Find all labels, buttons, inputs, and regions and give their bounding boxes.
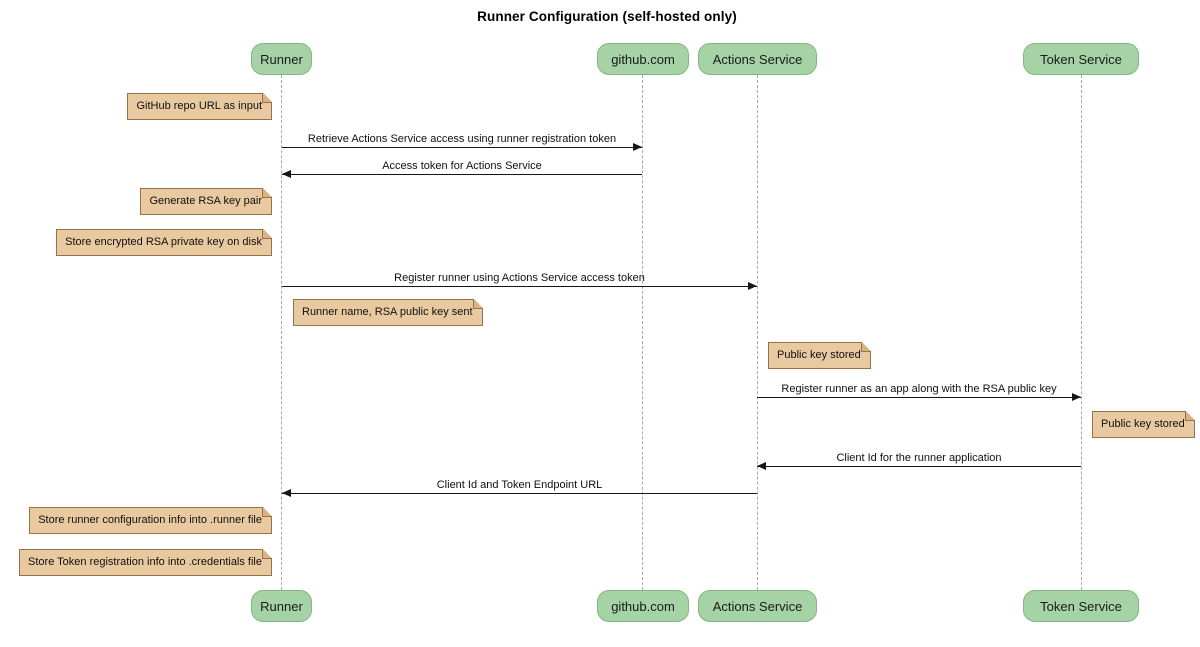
message-line: [282, 493, 757, 494]
message-line: [757, 397, 1081, 398]
message-line: [282, 286, 757, 287]
message-label: Client Id for the runner application: [836, 452, 1002, 464]
message-label: Retrieve Actions Service access using ru…: [307, 133, 617, 145]
participant-github-top: github.com: [597, 43, 689, 75]
message-label: Access token for Actions Service: [382, 160, 542, 172]
note-generate-rsa: Generate RSA key pair: [140, 188, 272, 215]
arrowhead-right-icon: [748, 282, 757, 290]
note-public-key-stored-token: Public key stored: [1092, 411, 1195, 438]
note-text: Store Token registration info into .cred…: [28, 556, 262, 568]
lifeline-actions-service: [757, 75, 758, 590]
note-store-runner-file: Store runner configuration info into .ru…: [29, 507, 272, 534]
note-github-repo-url: GitHub repo URL as input: [127, 93, 272, 120]
note-fold-decoration: [1184, 411, 1195, 421]
diagram-title: Runner Configuration (self-hosted only): [477, 9, 737, 24]
participant-runner-bottom: Runner: [251, 590, 312, 622]
arrowhead-left-icon: [757, 462, 766, 470]
note-store-private-key: Store encrypted RSA private key on disk: [56, 229, 272, 256]
arrowhead-left-icon: [282, 170, 291, 178]
note-text: Store encrypted RSA private key on disk: [65, 236, 262, 248]
participant-actions-service-bottom: Actions Service: [698, 590, 817, 622]
note-fold-decoration: [262, 188, 272, 198]
note-store-credentials-file: Store Token registration info into .cred…: [19, 549, 272, 576]
note-text: Runner name, RSA public key sent: [302, 306, 473, 318]
lifeline-github: [642, 75, 643, 590]
participant-token-service-top: Token Service: [1023, 43, 1139, 75]
message-line: [757, 466, 1081, 467]
note-fold-decoration: [262, 229, 272, 239]
message-line: [282, 147, 642, 148]
note-text: GitHub repo URL as input: [136, 100, 262, 112]
note-fold-decoration: [472, 299, 483, 309]
note-text: Generate RSA key pair: [149, 195, 262, 207]
note-text: Public key stored: [777, 349, 861, 361]
note-fold-decoration: [262, 93, 272, 103]
participant-runner-top: Runner: [251, 43, 312, 75]
message-label: Register runner using Actions Service ac…: [394, 272, 645, 284]
note-fold-decoration: [262, 507, 272, 517]
participant-github-bottom: github.com: [597, 590, 689, 622]
note-fold-decoration: [860, 342, 871, 352]
arrowhead-right-icon: [1072, 393, 1081, 401]
note-text: Public key stored: [1101, 418, 1185, 430]
message-label: Register runner as an app along with the…: [781, 383, 1057, 395]
lifeline-token-service: [1081, 75, 1082, 590]
message-line: [282, 174, 642, 175]
arrowhead-left-icon: [282, 489, 291, 497]
note-fold-decoration: [262, 549, 272, 559]
message-label: Client Id and Token Endpoint URL: [436, 479, 603, 491]
note-runner-name-sent: Runner name, RSA public key sent: [293, 299, 483, 326]
lifeline-runner: [281, 75, 282, 590]
arrowhead-right-icon: [633, 143, 642, 151]
note-public-key-stored-actions: Public key stored: [768, 342, 871, 369]
participant-actions-service-top: Actions Service: [698, 43, 817, 75]
note-text: Store runner configuration info into .ru…: [38, 514, 262, 526]
participant-token-service-bottom: Token Service: [1023, 590, 1139, 622]
